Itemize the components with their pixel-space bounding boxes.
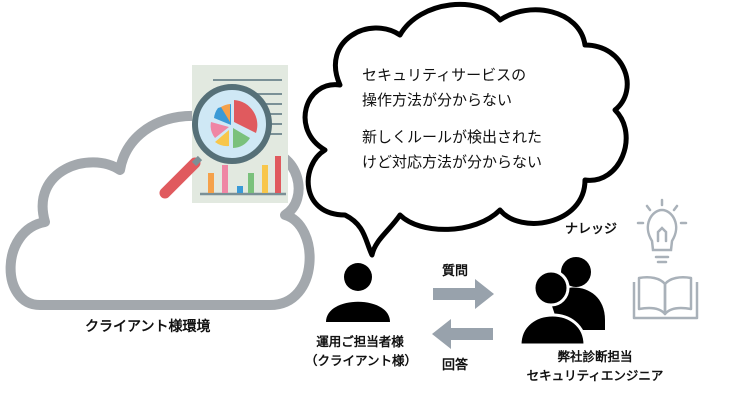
question-arrow bbox=[433, 279, 494, 309]
client-person-label: 運用ご担当者様 （クライアント様） bbox=[305, 332, 418, 370]
engineer-line1: 弊社診断担当 bbox=[557, 349, 633, 364]
knowledge-label: ナレッジ bbox=[565, 222, 618, 237]
client-person-line1: 運用ご担当者様 bbox=[316, 334, 404, 349]
magnifier-icon bbox=[159, 84, 272, 199]
bubble-line: 新しくルールが検出された bbox=[362, 128, 543, 146]
answer-arrow bbox=[432, 319, 493, 349]
bubble-text-group: セキュリティサービスの 操作方法が分からない 新しくルールが検出された けど対応… bbox=[362, 63, 542, 175]
engineer-label: 弊社診断担当 セキュリティエンジニア bbox=[500, 347, 690, 385]
book-icon bbox=[632, 276, 699, 320]
engineer-line2: セキュリティエンジニア bbox=[526, 368, 664, 383]
bubble-line: けど対応方法が分からない bbox=[362, 153, 543, 171]
answer-label: 回答 bbox=[442, 358, 469, 373]
client-environment-label: クライアント様環境 bbox=[85, 319, 211, 335]
speech-bubble bbox=[302, 1, 630, 258]
cloud-shape bbox=[5, 111, 315, 310]
bubble-line: セキュリティサービスの bbox=[362, 66, 527, 84]
bubble-line: 操作方法が分からない bbox=[362, 91, 513, 109]
client-person-icon bbox=[326, 263, 390, 322]
lightbulb-icon bbox=[636, 198, 688, 264]
question-label: 質問 bbox=[442, 264, 469, 279]
client-person-line2: （クライアント様） bbox=[305, 353, 418, 368]
engineers-icon bbox=[518, 257, 605, 347]
